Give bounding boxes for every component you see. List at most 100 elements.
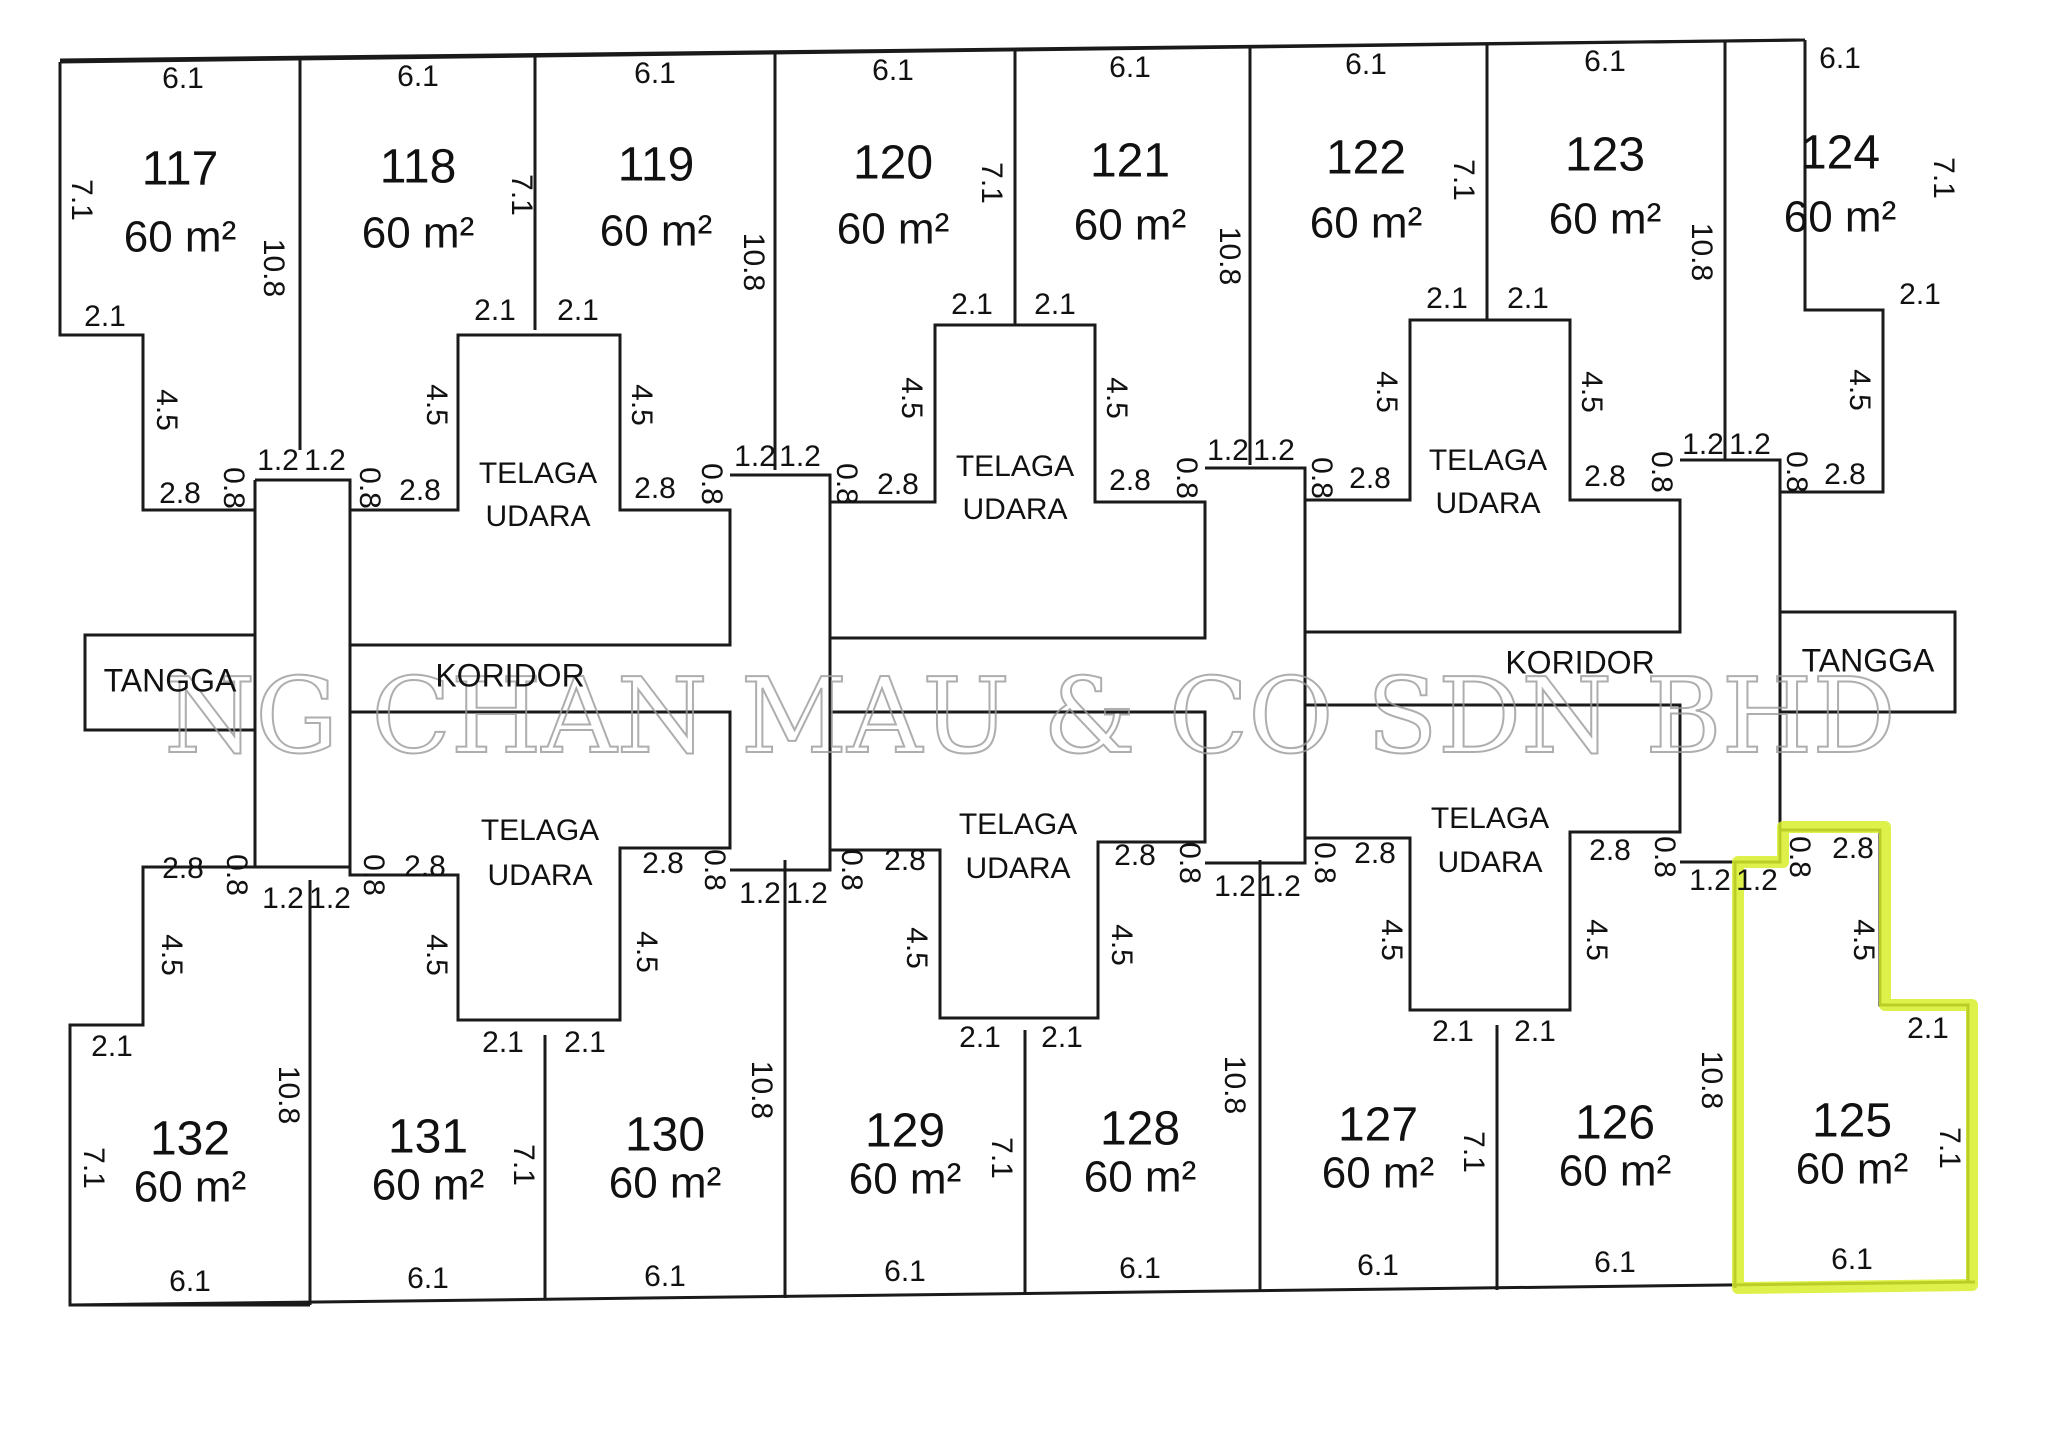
lot-119[interactable]: 119 60 m²	[600, 139, 712, 256]
dim-notch: 4.5	[1100, 377, 1133, 419]
dim-width: 6.1	[634, 57, 676, 90]
dim-notch: 4.5	[625, 384, 658, 426]
lot-127[interactable]: 127 60 m²	[1322, 1099, 1434, 1198]
dim-width: 6.1	[169, 1265, 211, 1298]
lot-number: 121	[1090, 135, 1170, 188]
dim-step: 2.1	[1034, 288, 1076, 321]
dim-side: 7.1	[507, 1144, 540, 1186]
dim-back: 2.8	[1824, 458, 1866, 491]
dim-short: 0.8	[1173, 842, 1206, 884]
airwell-label-line2: UDARA	[962, 493, 1067, 526]
dim-short: 0.8	[220, 854, 253, 896]
dim-gap: 1.2	[739, 877, 781, 910]
dim-width: 6.1	[1345, 48, 1387, 81]
dim-short: 0.8	[1308, 842, 1341, 884]
airwell-label-line2: UDARA	[1437, 846, 1542, 879]
lot-number: 131	[388, 1111, 468, 1164]
lot-number: 128	[1100, 1103, 1180, 1156]
dim-width: 6.1	[397, 60, 439, 93]
dim-gap: 1.2	[1253, 434, 1295, 467]
dim-width: 6.1	[1819, 42, 1861, 75]
lot-number: 126	[1575, 1097, 1655, 1150]
dim-notch: 4.5	[1105, 924, 1138, 966]
dim-gap: 1.2	[304, 444, 346, 477]
dim-width: 6.1	[162, 62, 204, 95]
lot-121[interactable]: 121 60 m²	[1074, 135, 1186, 250]
dim-back: 2.8	[877, 468, 919, 501]
lot-117[interactable]: 117 60 m²	[124, 143, 236, 262]
dim-step: 2.1	[1899, 278, 1941, 311]
lot-128[interactable]: 128 60 m²	[1084, 1103, 1196, 1202]
dim-step: 2.1	[951, 288, 993, 321]
dim-depth: 10.8	[737, 233, 770, 291]
dim-back: 2.8	[1109, 464, 1151, 497]
dim-gap: 1.2	[1689, 864, 1731, 897]
dim-notch: 4.5	[895, 377, 928, 419]
dim-step: 2.1	[474, 294, 516, 327]
lot-122[interactable]: 122 60 m²	[1310, 132, 1422, 248]
corridor-right-label: KORIDOR	[1505, 644, 1654, 680]
lot-area: 60 m²	[1310, 199, 1422, 248]
lot-number: 129	[865, 1105, 945, 1158]
dim-back: 2.8	[404, 850, 446, 883]
dim-notch: 4.5	[900, 927, 933, 969]
dim-depth: 10.8	[1685, 223, 1718, 281]
dim-short: 0.8	[1645, 451, 1678, 493]
airwell-label-line1: TELAGA	[479, 457, 597, 490]
dim-width: 6.1	[1119, 1252, 1161, 1285]
dim-notch: 4.5	[630, 931, 663, 973]
lot-125[interactable]: 125 60 m²	[1796, 1095, 1908, 1194]
dim-step: 2.1	[557, 294, 599, 327]
dim-short: 0.8	[1170, 457, 1203, 499]
airwell-label-line2: UDARA	[485, 500, 590, 533]
dim-width: 6.1	[1357, 1249, 1399, 1282]
dim-short: 0.8	[1648, 836, 1681, 878]
lot-number: 132	[150, 1113, 230, 1166]
dim-short: 0.8	[830, 463, 863, 505]
lot-area: 60 m²	[600, 207, 712, 256]
lot-number: 125	[1812, 1095, 1892, 1148]
lot-118[interactable]: 118 60 m²	[362, 141, 474, 258]
highlight-lot-125	[1732, 821, 1978, 1294]
lot-124[interactable]: 124 60 m²	[1784, 127, 1896, 242]
lot-area: 60 m²	[134, 1163, 246, 1212]
dim-side: 7.1	[1457, 1131, 1490, 1173]
lot-123[interactable]: 123 60 m²	[1549, 129, 1661, 244]
dim-width: 6.1	[407, 1262, 449, 1295]
lot-area: 60 m²	[372, 1161, 484, 1210]
lot-number: 117	[142, 143, 219, 196]
lot-area: 60 m²	[849, 1155, 961, 1204]
dim-gap: 1.2	[779, 440, 821, 473]
lot-129[interactable]: 129 60 m²	[849, 1105, 961, 1204]
dim-gap: 1.2	[1729, 428, 1771, 461]
dim-step: 2.1	[1041, 1021, 1083, 1054]
dim-step: 2.1	[1426, 282, 1468, 315]
lot-area: 60 m²	[124, 213, 236, 262]
dim-depth: 10.8	[1695, 1051, 1728, 1109]
lot-132[interactable]: 132 60 m²	[134, 1113, 246, 1212]
lot-area: 60 m²	[837, 205, 949, 254]
dim-step: 2.1	[564, 1026, 606, 1059]
dim-notch: 4.5	[155, 934, 188, 976]
dim-notch: 4.5	[420, 934, 453, 976]
dim-notch: 4.5	[1375, 919, 1408, 961]
airwell-label-line1: TELAGA	[959, 808, 1077, 841]
lot-number: 124	[1800, 127, 1880, 180]
airwell-label-line1: TELAGA	[1431, 802, 1549, 835]
lot-area: 60 m²	[1796, 1145, 1908, 1194]
lot-126[interactable]: 126 60 m²	[1559, 1097, 1671, 1196]
lot-area: 60 m²	[1784, 193, 1896, 242]
lot-120[interactable]: 120 60 m²	[837, 137, 949, 254]
dim-side: 7.1	[505, 174, 538, 216]
lot-130[interactable]: 130 60 m²	[609, 1109, 721, 1208]
dim-short: 0.8	[217, 467, 250, 509]
dim-width: 6.1	[1831, 1243, 1873, 1276]
lot-131[interactable]: 131 60 m²	[372, 1111, 484, 1210]
lot-area: 60 m²	[1549, 195, 1661, 244]
dim-depth: 10.8	[745, 1061, 778, 1119]
corridor-left-label: KORIDOR	[435, 657, 584, 693]
dim-back: 2.8	[162, 852, 204, 885]
dim-back: 2.8	[1354, 837, 1396, 870]
dim-gap: 1.2	[1214, 870, 1256, 903]
dim-gap: 1.2	[262, 882, 304, 915]
